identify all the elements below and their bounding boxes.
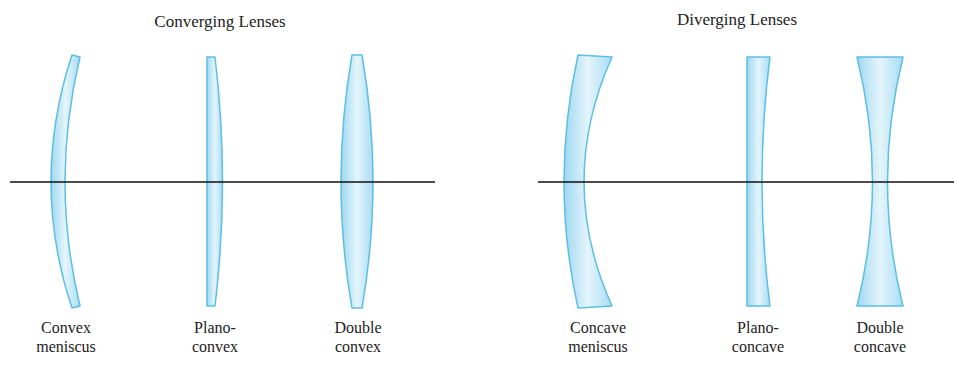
lens-label: Concave meniscus	[560, 318, 636, 356]
section-heading: Diverging Lenses	[677, 10, 797, 30]
section-heading: Converging Lenses	[154, 12, 285, 32]
lens-label: Double concave	[842, 318, 918, 356]
optical-axis	[538, 181, 954, 183]
lens-label: Double convex	[320, 318, 396, 356]
lens-label: Plano-convex	[177, 318, 253, 356]
lens-label: Plano-concave	[720, 318, 796, 356]
optical-axis	[10, 181, 435, 183]
lens-label: Convex meniscus	[28, 318, 104, 356]
